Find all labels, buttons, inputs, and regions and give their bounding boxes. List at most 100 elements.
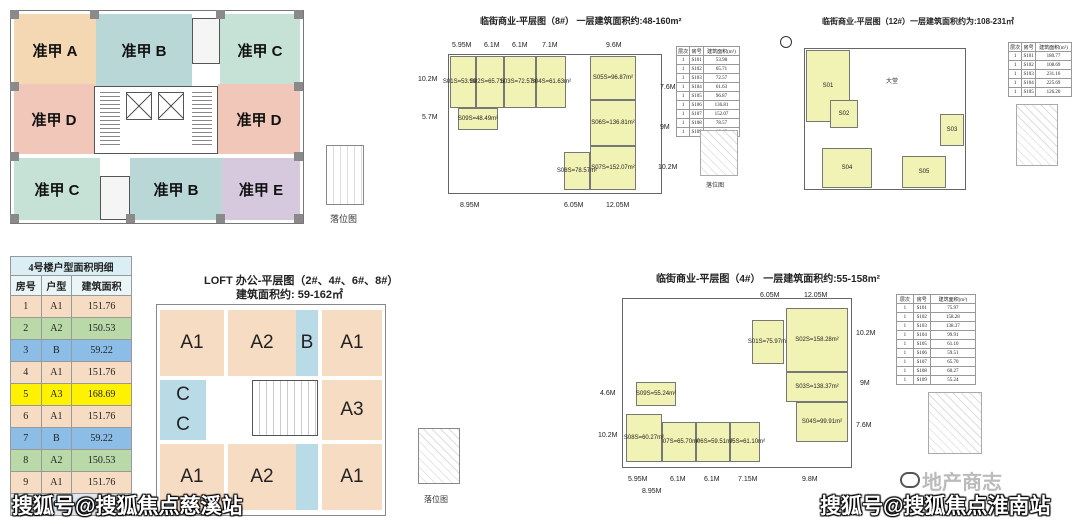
shop8-dim-top-4: 7.1M xyxy=(542,42,558,49)
room-d-left: 准甲 D xyxy=(14,84,94,154)
pillar xyxy=(294,82,303,91)
pillar xyxy=(294,214,303,223)
loft-unit-a3: A3 xyxy=(322,380,382,440)
shop4-dim-right-3: 7.6M xyxy=(856,422,872,429)
loft-unit-a2-top: A2 xyxy=(228,310,296,376)
room-a: 准甲 A xyxy=(14,14,96,86)
watermark-brand: 地产商志 xyxy=(922,472,1002,494)
shop8-dim-bottom-2: 6.05M xyxy=(564,202,584,209)
pillar xyxy=(10,152,19,161)
loft-unit-c2: C xyxy=(160,410,206,440)
shop4-dim-left-2: 10.2M xyxy=(598,432,618,439)
loft-unit-c1: C xyxy=(160,380,206,410)
shop4-dim-right-1: 10.2M xyxy=(856,330,876,337)
room-e: 准甲 E xyxy=(222,158,300,220)
shop8-key-caption: 落位图 xyxy=(706,183,725,189)
loft-plan: A1 A2 B A1 C C A3 A1 A2 A1 xyxy=(156,304,388,518)
loft-subtitle: 建筑面积约: 59-162㎡ xyxy=(236,289,343,301)
loft-unit-a1-tr: A1 xyxy=(322,310,382,376)
shop8-dim-right-2: 9M xyxy=(660,124,670,131)
office-elevators-2 xyxy=(158,92,184,120)
loft-unit-a1-br: A1 xyxy=(322,444,382,510)
office-key-map xyxy=(326,145,364,205)
shop4-key-map xyxy=(928,392,982,454)
pillar xyxy=(126,214,135,223)
watermark-right: 搜狐号@搜狐焦点淮南站 xyxy=(820,495,1051,518)
office-top-core xyxy=(192,18,220,64)
loft-core xyxy=(252,380,318,436)
shop12-unit-s03: S03 xyxy=(940,114,964,146)
shop8-dim-bottom-3: 12.05M xyxy=(606,202,630,209)
shop8-dim-top-5: 9.6M xyxy=(606,42,622,49)
loft-unit-a1-bl: A1 xyxy=(160,444,224,510)
shop12-unit-s05: S05 xyxy=(902,156,946,188)
shop8-dim-top-1: 5.95M xyxy=(452,42,472,49)
office-elevators xyxy=(126,92,152,120)
shop4-dim-bottom-6: 8.95M xyxy=(642,488,662,495)
shop8-outline xyxy=(448,54,662,194)
pillar xyxy=(10,214,19,223)
compass-icon xyxy=(780,36,792,48)
shop4-dim-right-2: 9M xyxy=(860,380,870,387)
pillar xyxy=(294,152,303,161)
room-b-bottom: 准甲 B xyxy=(130,158,222,220)
shop12-title: 临街商业-平层图（12#）一层建筑面积约为:108-231㎡ xyxy=(822,17,1015,26)
shop8-dim-top-3: 6.1M xyxy=(512,42,528,49)
room-b-top: 准甲 B xyxy=(96,14,192,86)
shop4-dim-bottom-5: 9.8M xyxy=(802,476,818,483)
loft-title: LOFT 办公-平层图（2#、4#、6#、8#） xyxy=(204,275,399,287)
loft-outline xyxy=(156,304,386,516)
shop4-dim-bottom-1: 5.95M xyxy=(628,476,648,483)
loft-key-caption: 落位图 xyxy=(424,495,448,504)
loft-unit-b-top: B xyxy=(296,310,318,376)
pillar xyxy=(10,82,19,91)
pillar xyxy=(216,214,225,223)
office-outer-wall xyxy=(10,10,304,224)
shop4-title: 临街商业-平层图（4#） 一层建筑面积约:55-158m² xyxy=(656,274,880,285)
pillar xyxy=(90,10,99,19)
loft-unit-b-bottom xyxy=(296,444,318,510)
office-stair xyxy=(100,92,120,148)
shop8-dim-right-3: 10.2M xyxy=(658,164,678,171)
shop8-dim-left-1: 10.2M xyxy=(418,76,438,83)
office-floor-plan: 准甲 A 准甲 B 准甲 C 准甲 D 准甲 D 准甲 C 准甲 B 准甲 E xyxy=(8,8,322,230)
table-title: 4号楼户型面积明细 xyxy=(10,256,132,276)
pillar xyxy=(216,10,225,19)
loft-unit-a1-tl: A1 xyxy=(160,310,224,376)
shop12-hall: 大堂 xyxy=(886,79,899,85)
shop12-unit-s04: S04 xyxy=(822,148,872,188)
office-stair-2 xyxy=(192,92,212,148)
room-c-top: 准甲 C xyxy=(220,14,300,86)
shop8-dim-top-2: 6.1M xyxy=(484,42,500,49)
shop8-dim-bottom-1: 8.95M xyxy=(460,202,480,209)
shop12-plan: S01 大堂 S02 S03 S04 S05 xyxy=(790,44,990,202)
